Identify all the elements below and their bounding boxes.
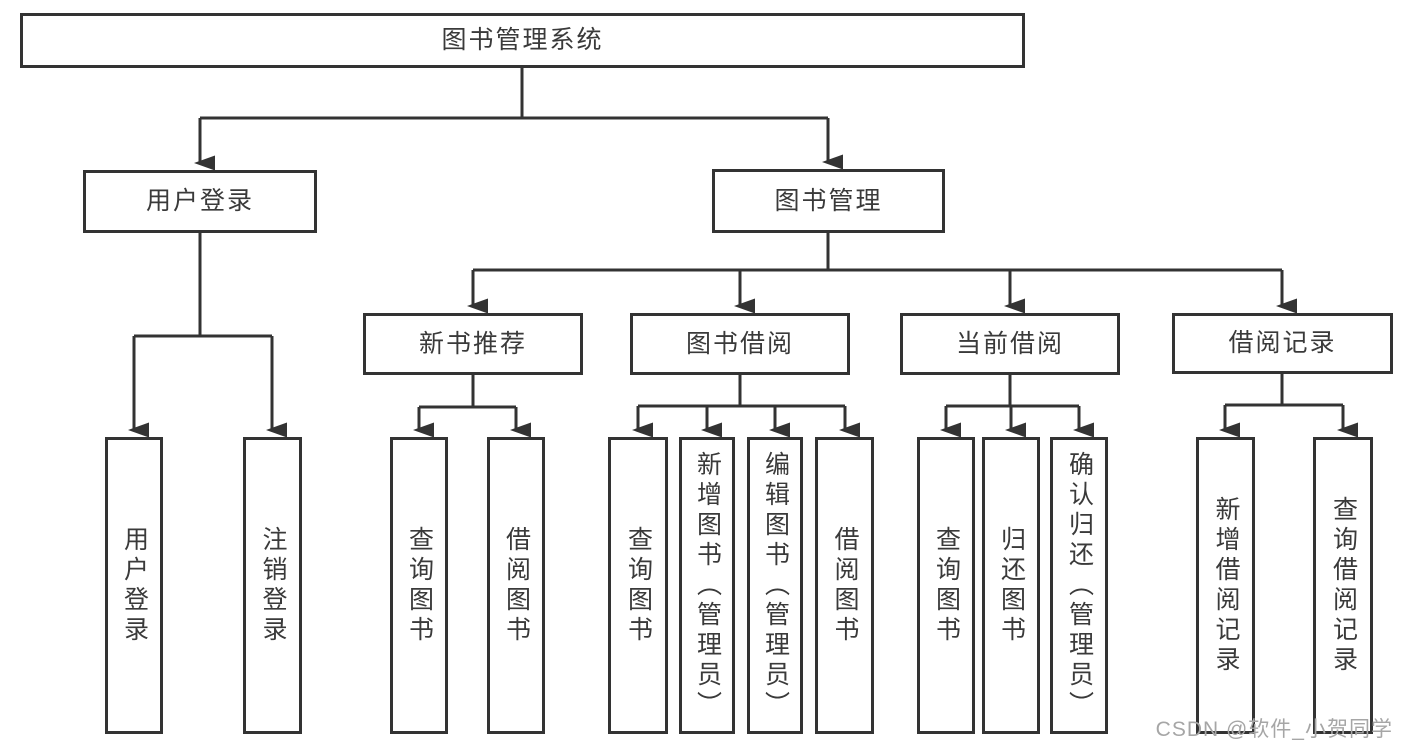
node-borrow-records: 借阅记录 [1172,313,1393,374]
node-current-borrowing: 当前借阅 [900,313,1120,375]
node-book-management-group: 图书管理 [712,169,945,233]
node-leaf-query-borrow-record: 查询借阅记录 [1313,437,1373,734]
node-user-login-group: 用户登录 [83,170,317,233]
node-leaf-query-books-recommend: 查询图书 [390,437,448,734]
node-leaf-edit-books-admin: 编辑图书（管理员） [747,437,803,734]
node-leaf-add-books-admin: 新增图书（管理员） [679,437,735,734]
node-leaf-query-books-borrowing: 查询图书 [608,437,668,734]
node-book-borrowing: 图书借阅 [630,313,850,375]
node-leaf-borrow-books-recommend: 借阅图书 [487,437,545,734]
node-leaf-borrow-books: 借阅图书 [815,437,874,734]
node-library-management-system: 图书管理系统 [20,13,1025,68]
node-leaf-add-borrow-record: 新增借阅记录 [1196,437,1255,734]
csdn-watermark: CSDN @软件_小贺同学 [1155,718,1393,741]
node-new-book-recommend: 新书推荐 [363,313,583,375]
node-leaf-query-books-current: 查询图书 [917,437,975,734]
node-leaf-logout: 注销登录 [243,437,302,734]
node-leaf-return-books: 归还图书 [982,437,1040,734]
node-leaf-confirm-return-admin: 确认归还（管理员） [1050,437,1108,734]
node-leaf-user-login: 用户登录 [105,437,163,734]
